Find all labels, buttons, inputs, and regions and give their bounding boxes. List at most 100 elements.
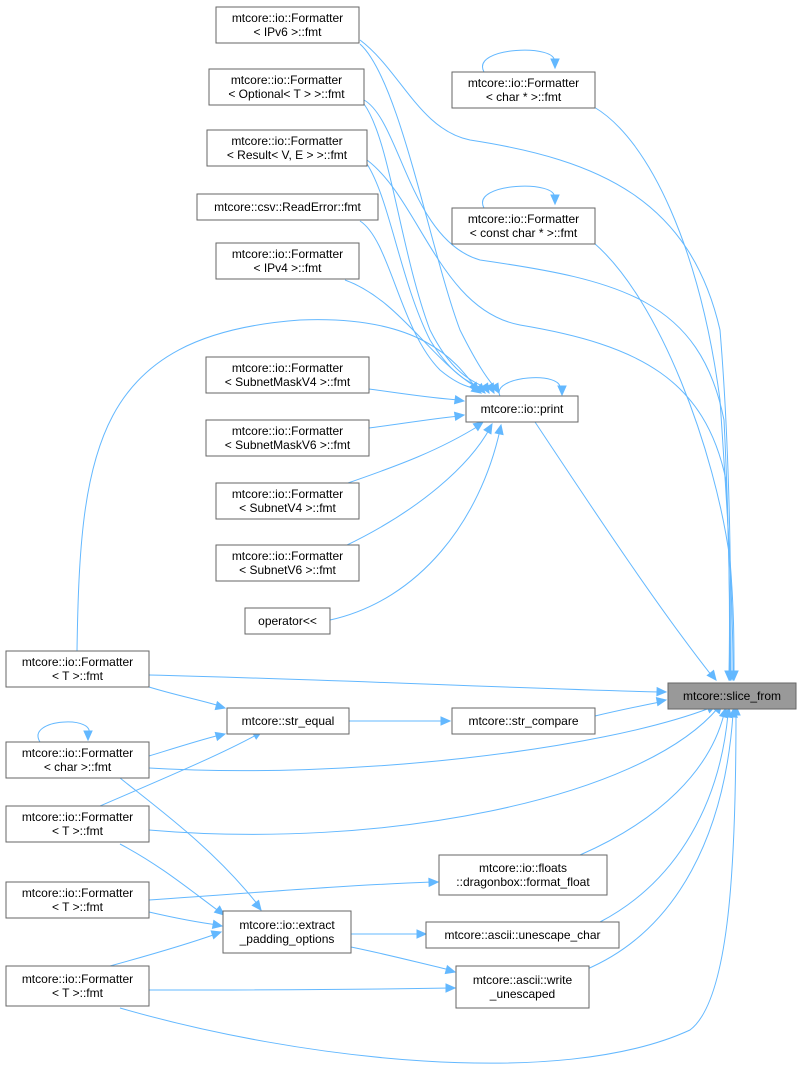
edge-line — [76, 319, 477, 652]
edge-line — [148, 987, 451, 991]
edge-fmt_T_3-to-extract_padding — [148, 911, 224, 930]
edge-line — [119, 843, 221, 913]
node-fmt_constcharptr[interactable]: mtcore::io::Formatter< const char * >::f… — [451, 207, 596, 245]
arrowhead-icon — [440, 716, 452, 726]
node-fmt_T_2[interactable]: mtcore::io::Formatter< T >::fmt — [5, 805, 150, 843]
node-box — [465, 395, 579, 423]
arrowhead-icon — [213, 905, 225, 916]
edge-line — [344, 279, 480, 390]
node-fmt_subnetmaskv4[interactable]: mtcore::io::Formatter< SubnetMaskV4 >::f… — [205, 356, 370, 394]
edge-line — [579, 713, 725, 856]
edge-line — [148, 734, 221, 757]
edge-fmt_constcharptr-to-slice_from — [593, 242, 739, 682]
node-fmt_result[interactable]: mtcore::io::Formatter< Result< V, E > >:… — [206, 129, 368, 167]
arrowhead-icon — [468, 381, 479, 394]
node-label: < SubnetV6 >::fmt — [239, 563, 336, 577]
node-label: mtcore::io::floats — [479, 861, 567, 875]
node-label: mtcore::io::Formatter — [232, 361, 343, 375]
node-label: mtcore::io::Formatter — [22, 810, 133, 824]
node-box — [196, 193, 379, 221]
node-unescape_char[interactable]: mtcore::ascii::unescape_char — [425, 921, 620, 949]
node-fmt_ipv4[interactable]: mtcore::io::Formatter< IPv4 >::fmt — [215, 242, 360, 280]
arrowhead-icon — [83, 730, 93, 742]
node-fmt_optional[interactable]: mtcore::io::Formatter< Optional< T > >::… — [208, 68, 365, 106]
edge-fmt_result-to-io_print — [366, 163, 490, 395]
arrowhead-icon — [472, 421, 485, 432]
edge-operator_shl-to-io_print — [329, 423, 504, 621]
node-write_unescaped[interactable]: mtcore::ascii::write_unescaped — [455, 965, 590, 1009]
node-label: mtcore::io::print — [481, 402, 564, 416]
node-box — [451, 207, 596, 245]
node-fmt_T_3[interactable]: mtcore::io::Formatter< T >::fmt — [5, 881, 150, 919]
node-fmt_T_4[interactable]: mtcore::io::Formatter< T >::fmt — [5, 965, 150, 1007]
node-format_float[interactable]: mtcore::io::floats::dragonbox::format_fl… — [438, 854, 608, 896]
arrowhead-icon — [729, 670, 739, 682]
node-csv_readerror[interactable]: mtcore::csv::ReadError::fmt — [196, 193, 379, 221]
node-fmt_subnetmaskv6[interactable]: mtcore::io::Formatter< SubnetMaskV6 >::f… — [205, 419, 370, 457]
node-label: mtcore::csv::ReadError::fmt — [214, 200, 361, 214]
node-slice_from[interactable]: mtcore::slice_from — [667, 682, 797, 710]
edge-line — [148, 686, 221, 707]
node-fmt_ipv6[interactable]: mtcore::io::Formatter< IPv6 >::fmt — [215, 6, 360, 44]
edge-line — [119, 711, 737, 1064]
arrowhead-icon — [453, 411, 466, 422]
edge-str_compare-to-slice_from — [594, 696, 668, 717]
edge-line — [534, 421, 713, 677]
edge-fmt_subnetv6-to-io_print — [344, 422, 493, 547]
node-label: mtcore::str_compare — [468, 714, 578, 728]
node-label: mtcore::io::Formatter — [232, 11, 343, 25]
node-fmt_T_1[interactable]: mtcore::io::Formatter< T >::fmt — [5, 650, 150, 688]
edge-fmt_T_4-to-write_unescaped — [148, 983, 457, 993]
node-label: mtcore::io::Formatter — [22, 655, 133, 669]
node-box — [205, 356, 370, 394]
edge-str_equal-to-str_compare — [349, 716, 452, 726]
node-io_print[interactable]: mtcore::io::print — [465, 395, 579, 423]
arrowhead-icon — [210, 930, 223, 940]
node-box — [5, 881, 150, 919]
arrowhead-icon — [485, 382, 495, 395]
node-box — [215, 242, 360, 280]
node-operator_shl[interactable]: operator<< — [244, 607, 331, 635]
node-fmt_charptr[interactable]: mtcore::io::Formatter< char * >::fmt — [451, 71, 596, 109]
node-fmt_char[interactable]: mtcore::io::Formatter< char >::fmt — [5, 741, 150, 779]
node-label: mtcore::io::Formatter — [22, 746, 133, 760]
node-label: mtcore::ascii::unescape_char — [444, 928, 600, 942]
edge-line — [344, 427, 491, 547]
node-label: mtcore::ascii::write — [473, 973, 573, 987]
arrowhead-icon — [494, 423, 504, 436]
arrowhead-icon — [550, 58, 560, 70]
node-str_equal[interactable]: mtcore::str_equal — [226, 707, 350, 735]
arrowhead-icon — [479, 382, 490, 395]
arrowhead-icon — [251, 899, 262, 911]
edge-line — [148, 707, 711, 772]
edge-line — [329, 429, 501, 621]
edge-fmt_T_1-to-str_equal — [148, 686, 227, 711]
node-label: mtcore::io::Formatter — [232, 487, 343, 501]
edge-io_print-to-io_print — [498, 377, 567, 397]
edge-csv_readerror-to-io_print — [359, 220, 486, 394]
edge-unescape_char-to-slice_from — [599, 706, 733, 923]
node-label: < SubnetV4 >::fmt — [239, 501, 336, 515]
node-box — [5, 965, 150, 1007]
edge-line — [366, 163, 488, 391]
edge-line — [498, 377, 561, 397]
node-label: _unescaped — [489, 987, 555, 1001]
arrowhead-icon — [483, 422, 493, 435]
node-box — [438, 854, 608, 896]
edge-fmt_T_1-to-slice_from — [148, 674, 668, 697]
node-label: < Optional< T > >::fmt — [228, 87, 345, 101]
node-fmt_subnetv6[interactable]: mtcore::io::Formatter< SubnetV6 >::fmt — [215, 544, 360, 582]
node-label: mtcore::io::Formatter — [232, 247, 343, 261]
node-label: mtcore::io::Formatter — [232, 549, 343, 563]
node-box — [244, 607, 331, 635]
node-box — [215, 6, 360, 44]
node-box — [215, 544, 360, 582]
edge-fmt_charptr-to-slice_from — [593, 106, 738, 682]
node-extract_padding[interactable]: mtcore::io::extract_padding_options — [222, 910, 352, 954]
edge-line — [599, 713, 729, 923]
node-box — [455, 965, 590, 1009]
edge-fmt_T_2-to-extract_padding — [119, 843, 225, 916]
node-label: mtcore::io::Formatter — [22, 886, 133, 900]
node-fmt_subnetv4[interactable]: mtcore::io::Formatter< SubnetV4 >::fmt — [215, 482, 360, 520]
node-str_compare[interactable]: mtcore::str_compare — [451, 707, 596, 735]
